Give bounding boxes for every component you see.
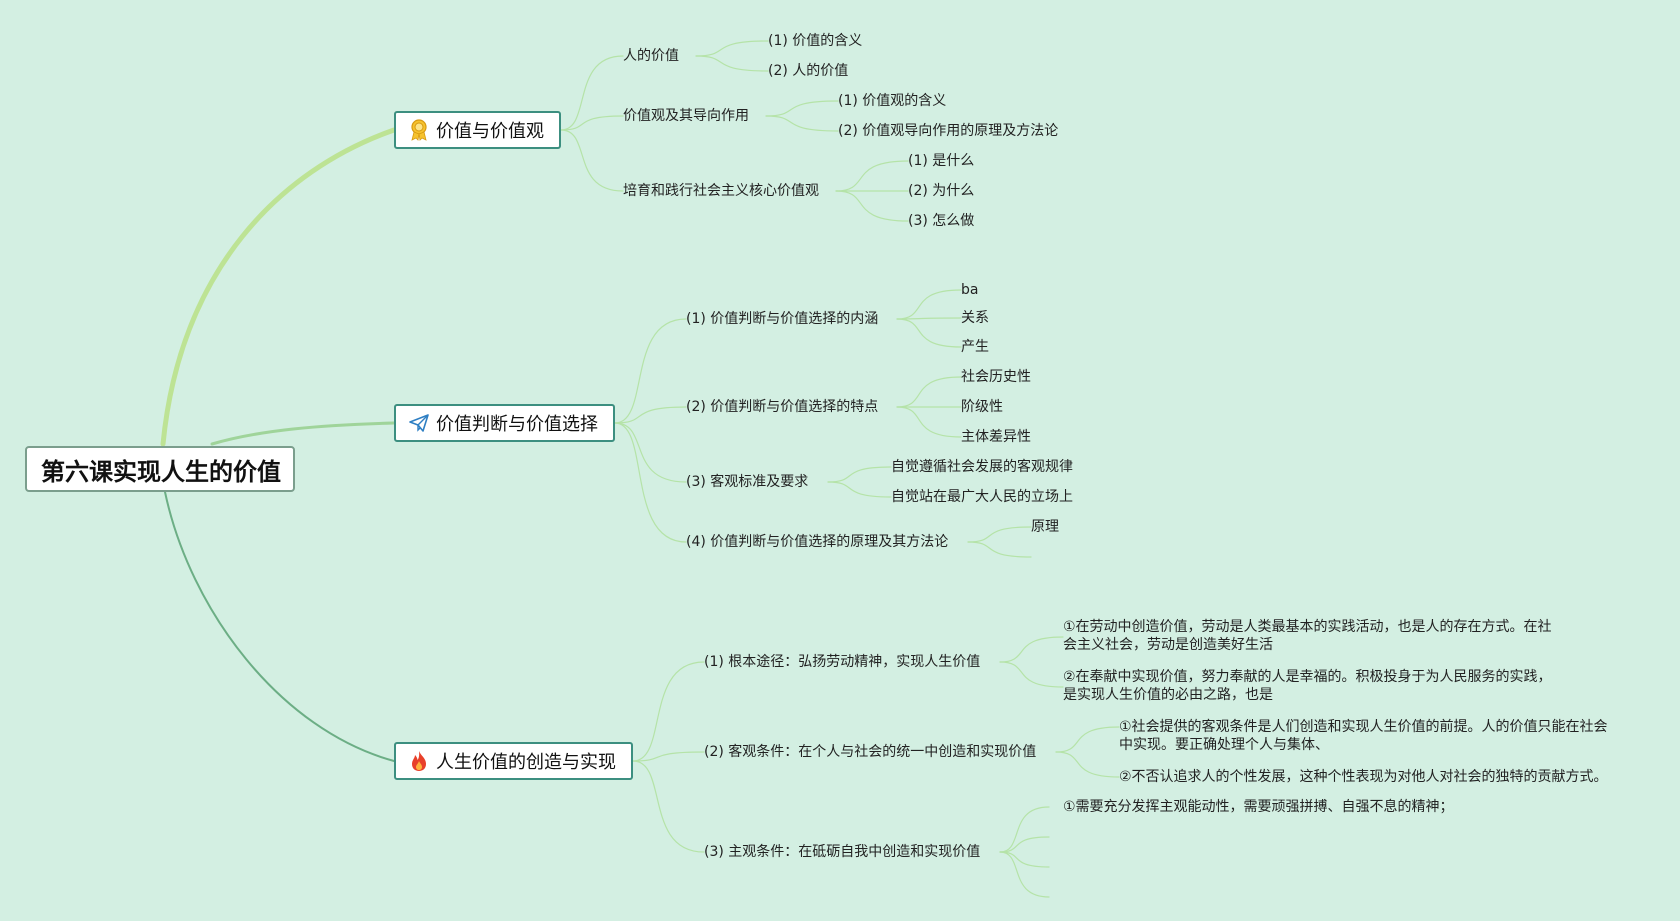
leaf-why[interactable]: (2) 为什么 — [908, 183, 975, 199]
b2s3-leaf-line-0 — [827, 466, 892, 483]
b2s1-leaf-line-0 — [896, 289, 962, 320]
b2s4-leaf-line-1 — [967, 541, 1032, 558]
leaf-meaning-of-values[interactable]: (1) 价值观的含义 — [838, 93, 947, 109]
b1s1-leaf-line-0 — [695, 40, 769, 57]
award-ribbon-icon — [408, 119, 430, 141]
branch1-sub-line-1 — [560, 115, 624, 131]
branch-label: 人生价值的创造与实现 — [436, 752, 616, 773]
b2s4-leaf-line-0 — [967, 526, 1032, 543]
root-topic-label: 第六课实现人生的价值 — [41, 457, 281, 486]
subtopic-judgment-methodology[interactable]: (4) 价值判断与价值选择的原理及其方法论 — [686, 534, 949, 550]
leaf-how[interactable]: (3) 怎么做 — [908, 213, 975, 229]
branch3-sub-line-2 — [632, 760, 705, 853]
branch3-sub-line-1 — [632, 751, 705, 762]
b1s3-leaf-line-2 — [835, 190, 909, 222]
branch-label: 价值与价值观 — [436, 121, 544, 142]
leaf-social-conditions[interactable]: ①社会提供的客观条件是人们创造和实现人生价值的前提。人的价值只能在社会中实现。要… — [1119, 719, 1608, 753]
leaf-origin[interactable]: 产生 — [961, 339, 989, 355]
leaf-values-principle-methodology[interactable]: (2) 价值观导向作用的原理及方法论 — [838, 123, 1059, 139]
leaf-subject-difference[interactable]: 主体差异性 — [961, 429, 1031, 445]
leaf-subjective-initiative[interactable]: ①需要充分发挥主观能动性，需要顽强拼搏、自强不息的精神； — [1063, 799, 1454, 815]
leaf-meaning-of-value[interactable]: (1) 价值的含义 — [768, 33, 863, 49]
subtopic-judgment-connotation[interactable]: (1) 价值判断与价值选择的内涵 — [686, 311, 879, 327]
b2s3-leaf-line-1 — [827, 481, 892, 498]
branch2-sub-line-2 — [614, 422, 687, 483]
leaf-class-nature[interactable]: 阶级性 — [961, 399, 1003, 415]
subtopic-human-value[interactable]: 人的价值 — [623, 48, 679, 64]
paper-plane-icon — [408, 412, 430, 434]
subtopic-core-socialist-values[interactable]: 培育和践行社会主义核心价值观 — [623, 183, 819, 199]
b1s2-leaf-line-1 — [765, 115, 839, 132]
b2s2-leaf-line-2 — [896, 406, 962, 438]
leaf-follow-objective-laws[interactable]: 自觉遵循社会发展的客观规律 — [891, 459, 1073, 475]
leaf-realize-value-in-dedication[interactable]: ②在奉献中实现价值，努力奉献的人是幸福的。积极投身于为人民服务的实践，是实现人生… — [1063, 669, 1552, 703]
leaf-ba[interactable]: ba — [961, 282, 979, 298]
branch2-sub-line-3 — [614, 422, 687, 543]
b3s1-leaf-line-1 — [999, 661, 1064, 688]
leaf-create-value-in-labor[interactable]: ①在劳动中创造价值，劳动是人类最基本的实践活动，也是人的存在方式。在社会主义社会… — [1063, 619, 1552, 653]
b1s2-leaf-line-0 — [765, 100, 839, 117]
branch2-sub-line-1 — [614, 406, 687, 424]
b3s3-leaf-line-3 — [999, 851, 1050, 898]
leaf-principle[interactable]: 原理 — [1031, 519, 1059, 535]
b3s2-leaf-line-0 — [1055, 726, 1120, 753]
leaf-individuality[interactable]: ②不否认追求人的个性发展，这种个性表现为对他人对社会的独特的贡献方式。 — [1119, 769, 1608, 785]
leaf-social-historical[interactable]: 社会历史性 — [961, 369, 1031, 385]
root-to-branch1-line — [160, 127, 397, 447]
b1s1-leaf-line-1 — [695, 55, 769, 72]
branch-label: 价值判断与价值选择 — [436, 414, 598, 435]
branch1-sub-line-0 — [560, 55, 624, 131]
b2s2-leaf-line-0 — [896, 376, 962, 408]
root-to-branch3-line — [164, 491, 395, 762]
b3s3-leaf-line-1 — [999, 836, 1050, 853]
subtopic-subjective-conditions[interactable]: (3) 主观条件：在砥砺自我中创造和实现价值 — [704, 844, 981, 860]
leaf-human-value[interactable]: (2) 人的价值 — [768, 63, 849, 79]
branch3-sub-line-0 — [632, 661, 705, 762]
b3s2-leaf-line-1 — [1055, 751, 1120, 778]
b3s1-leaf-line-0 — [999, 636, 1064, 663]
b2s1-leaf-line-2 — [896, 318, 962, 348]
subtopic-objective-conditions[interactable]: (2) 客观条件：在个人与社会的统一中创造和实现价值 — [704, 744, 1037, 760]
subtopic-values-guiding-role[interactable]: 价值观及其导向作用 — [623, 108, 749, 124]
leaf-stand-with-people[interactable]: 自觉站在最广大人民的立场上 — [891, 489, 1073, 505]
b3s3-leaf-line-2 — [999, 851, 1050, 868]
branch2-sub-line-0 — [614, 318, 687, 424]
subtopic-fundamental-path[interactable]: (1) 根本途径：弘扬劳动精神，实现人生价值 — [704, 654, 981, 670]
root-topic[interactable]: 第六课实现人生的价值 — [25, 446, 295, 492]
branch1-sub-line-2 — [560, 129, 624, 192]
leaf-what[interactable]: (1) 是什么 — [908, 153, 975, 169]
branch-value-and-values[interactable]: 价值与价值观 — [394, 111, 561, 149]
leaf-relation[interactable]: 关系 — [961, 310, 989, 326]
subtopic-objective-standard[interactable]: (3) 客观标准及要求 — [686, 474, 809, 490]
b2s1-leaf-line-1 — [896, 317, 962, 320]
b1s3-leaf-line-0 — [835, 160, 909, 192]
fire-icon — [408, 750, 430, 772]
branch-create-realize-life-value[interactable]: 人生价值的创造与实现 — [394, 742, 633, 780]
subtopic-judgment-features[interactable]: (2) 价值判断与价值选择的特点 — [686, 399, 879, 415]
branch-value-judgment-choice[interactable]: 价值判断与价值选择 — [394, 404, 615, 442]
root-to-branch2-line — [210, 421, 396, 446]
b3s3-leaf-line-0 — [999, 806, 1050, 853]
